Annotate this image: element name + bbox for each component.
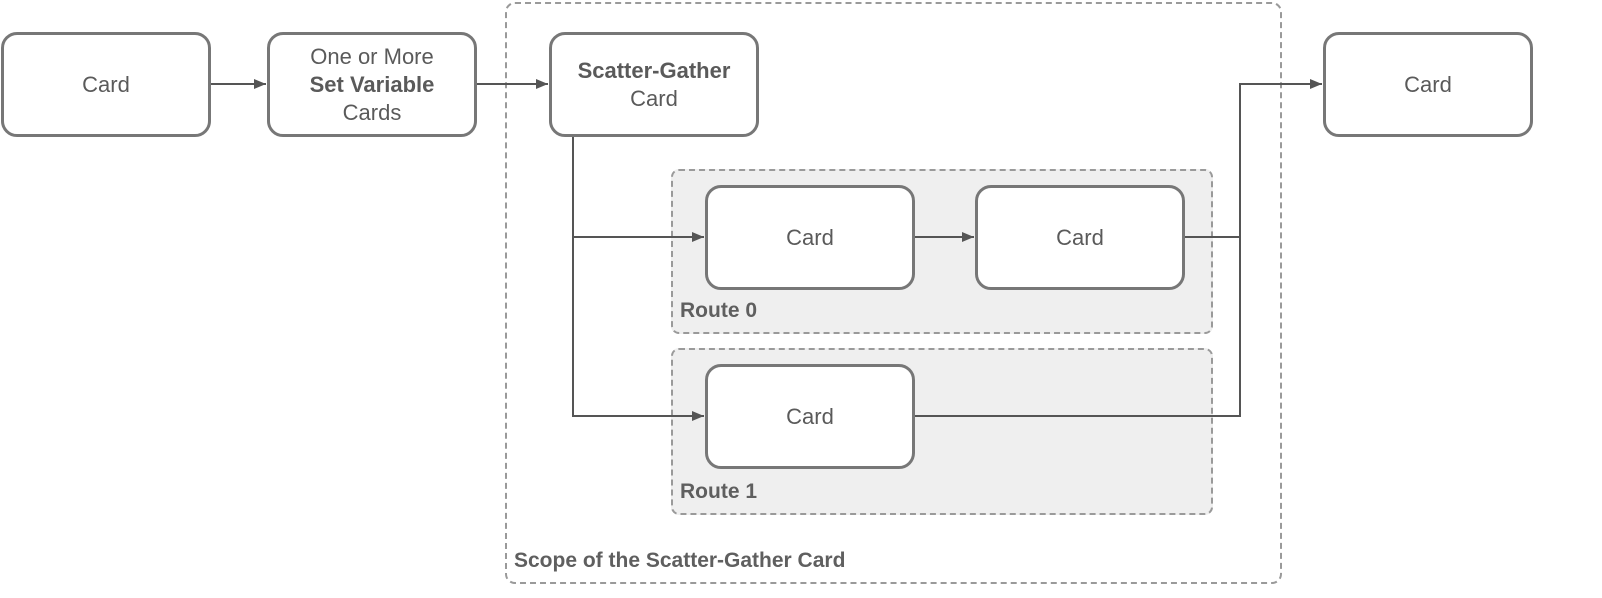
connector-scatter-gather-to-route-0	[572, 137, 704, 242]
route-0-label: Route 0	[680, 299, 758, 322]
connector-scatter-gather-to-route-1	[572, 237, 704, 421]
scatter-gather-scope	[505, 2, 1282, 584]
scatter-gather-line-2: Card	[630, 85, 678, 111]
route-0-card-b[interactable]: Card	[975, 185, 1185, 290]
set-variable-line-2: Set Variable	[309, 71, 435, 97]
set-variable-line-3: Cards	[342, 99, 402, 125]
card-start-label: Card	[82, 71, 130, 97]
connector-route-1-to-gather	[915, 79, 1322, 417]
route-0-card-a[interactable]: Card	[705, 185, 915, 290]
scatter-gather-line-1: Scatter-Gather	[577, 57, 731, 83]
card-start[interactable]: Card	[1, 32, 211, 137]
set-variable-cards[interactable]: One or More Set Variable Cards	[267, 32, 477, 137]
route-1-card[interactable]: Card	[705, 364, 915, 469]
route-1-card-label: Card	[786, 403, 834, 429]
route-0-card-a-label: Card	[786, 224, 834, 250]
route-1-label: Route 1	[680, 480, 758, 503]
card-end[interactable]: Card	[1323, 32, 1533, 137]
route-0-card-b-label: Card	[1056, 224, 1104, 250]
scatter-gather-card[interactable]: Scatter-Gather Card	[549, 32, 759, 137]
set-variable-line-1: One or More	[310, 43, 434, 69]
scope-label: Scope of the Scatter-Gather Card	[514, 549, 846, 572]
card-end-label: Card	[1404, 71, 1452, 97]
